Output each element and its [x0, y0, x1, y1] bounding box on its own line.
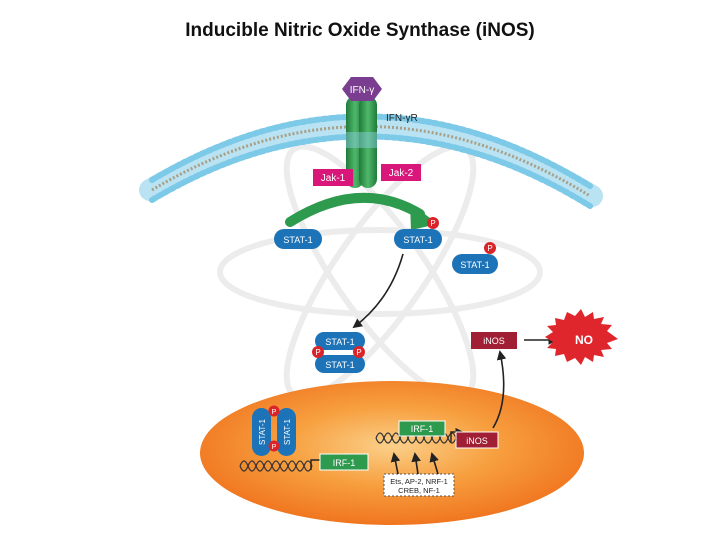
stat1-phosphorylated-free: STAT-1 P [452, 242, 498, 274]
phospho-label: P [272, 409, 277, 416]
phospho-label: P [430, 219, 435, 228]
jak1-label: Jak-1 [321, 173, 346, 184]
inos-gene-label: iNOS [466, 436, 488, 446]
tf-line2: CREB, NF-1 [398, 486, 440, 495]
phospho-label: P [315, 348, 320, 357]
ifn-gamma-label: IFN-γ [350, 85, 374, 96]
no-label: NO [575, 333, 593, 347]
stat1-label: STAT-1 [403, 235, 432, 245]
tf-arrow-1 [390, 452, 401, 475]
nitric-oxide-burst: NO [545, 309, 618, 365]
phospho-label: P [487, 244, 492, 253]
stat1-dimer: STAT-1 STAT-1 P P [312, 332, 365, 373]
irf1-protein-box [398, 420, 446, 437]
stat1-dimer-nuclear: STAT-1 STAT-1 P P [252, 405, 296, 456]
jak2-label: Jak-2 [389, 168, 414, 179]
phospho-label: P [272, 444, 277, 451]
jak-activation-arrow [285, 192, 438, 230]
stat1-unphosphorylated: STAT-1 [274, 229, 322, 249]
irf1-protein-label: IRF-1 [411, 424, 434, 434]
ifn-gamma-receptor [346, 96, 377, 188]
stat1-label: STAT-1 [460, 260, 489, 270]
stat1-label: STAT-1 [258, 418, 267, 444]
phospho-label: P [356, 348, 361, 357]
stat1-label: STAT-1 [283, 418, 292, 444]
jak1-box [313, 169, 353, 186]
diagram-title: Inducible Nitric Oxide Synthase (iNOS) [185, 20, 535, 41]
ifn-gamma-ligand: IFN-γ [342, 77, 382, 101]
ifn-gamma-r-label: IFN-γR [386, 113, 418, 124]
irf1-gene-box [319, 453, 369, 471]
tf-arrow-2 [411, 452, 421, 475]
dna-strand-irf1 [239, 460, 313, 472]
stat1-phosphorylated: STAT-1 P [394, 217, 442, 249]
inos-export-arrow [492, 350, 507, 429]
inos-gene-box [455, 431, 499, 449]
stat1-label: STAT-1 [283, 235, 312, 245]
inos-protein-label: iNOS [483, 336, 505, 346]
stat1-label: STAT-1 [325, 360, 354, 370]
tf-line1: Ets, AP-2, NRF-1 [390, 477, 448, 486]
transcription-factors: Ets, AP-2, NRF-1 CREB, NF-1 [383, 473, 455, 497]
jak2-box [381, 164, 421, 181]
irf1-gene-label: IRF-1 [333, 458, 356, 468]
inos-protein-box [471, 332, 517, 349]
tf-arrow-3 [429, 452, 439, 475]
dimerization-arrow [352, 253, 404, 329]
stat1-label: STAT-1 [325, 337, 354, 347]
